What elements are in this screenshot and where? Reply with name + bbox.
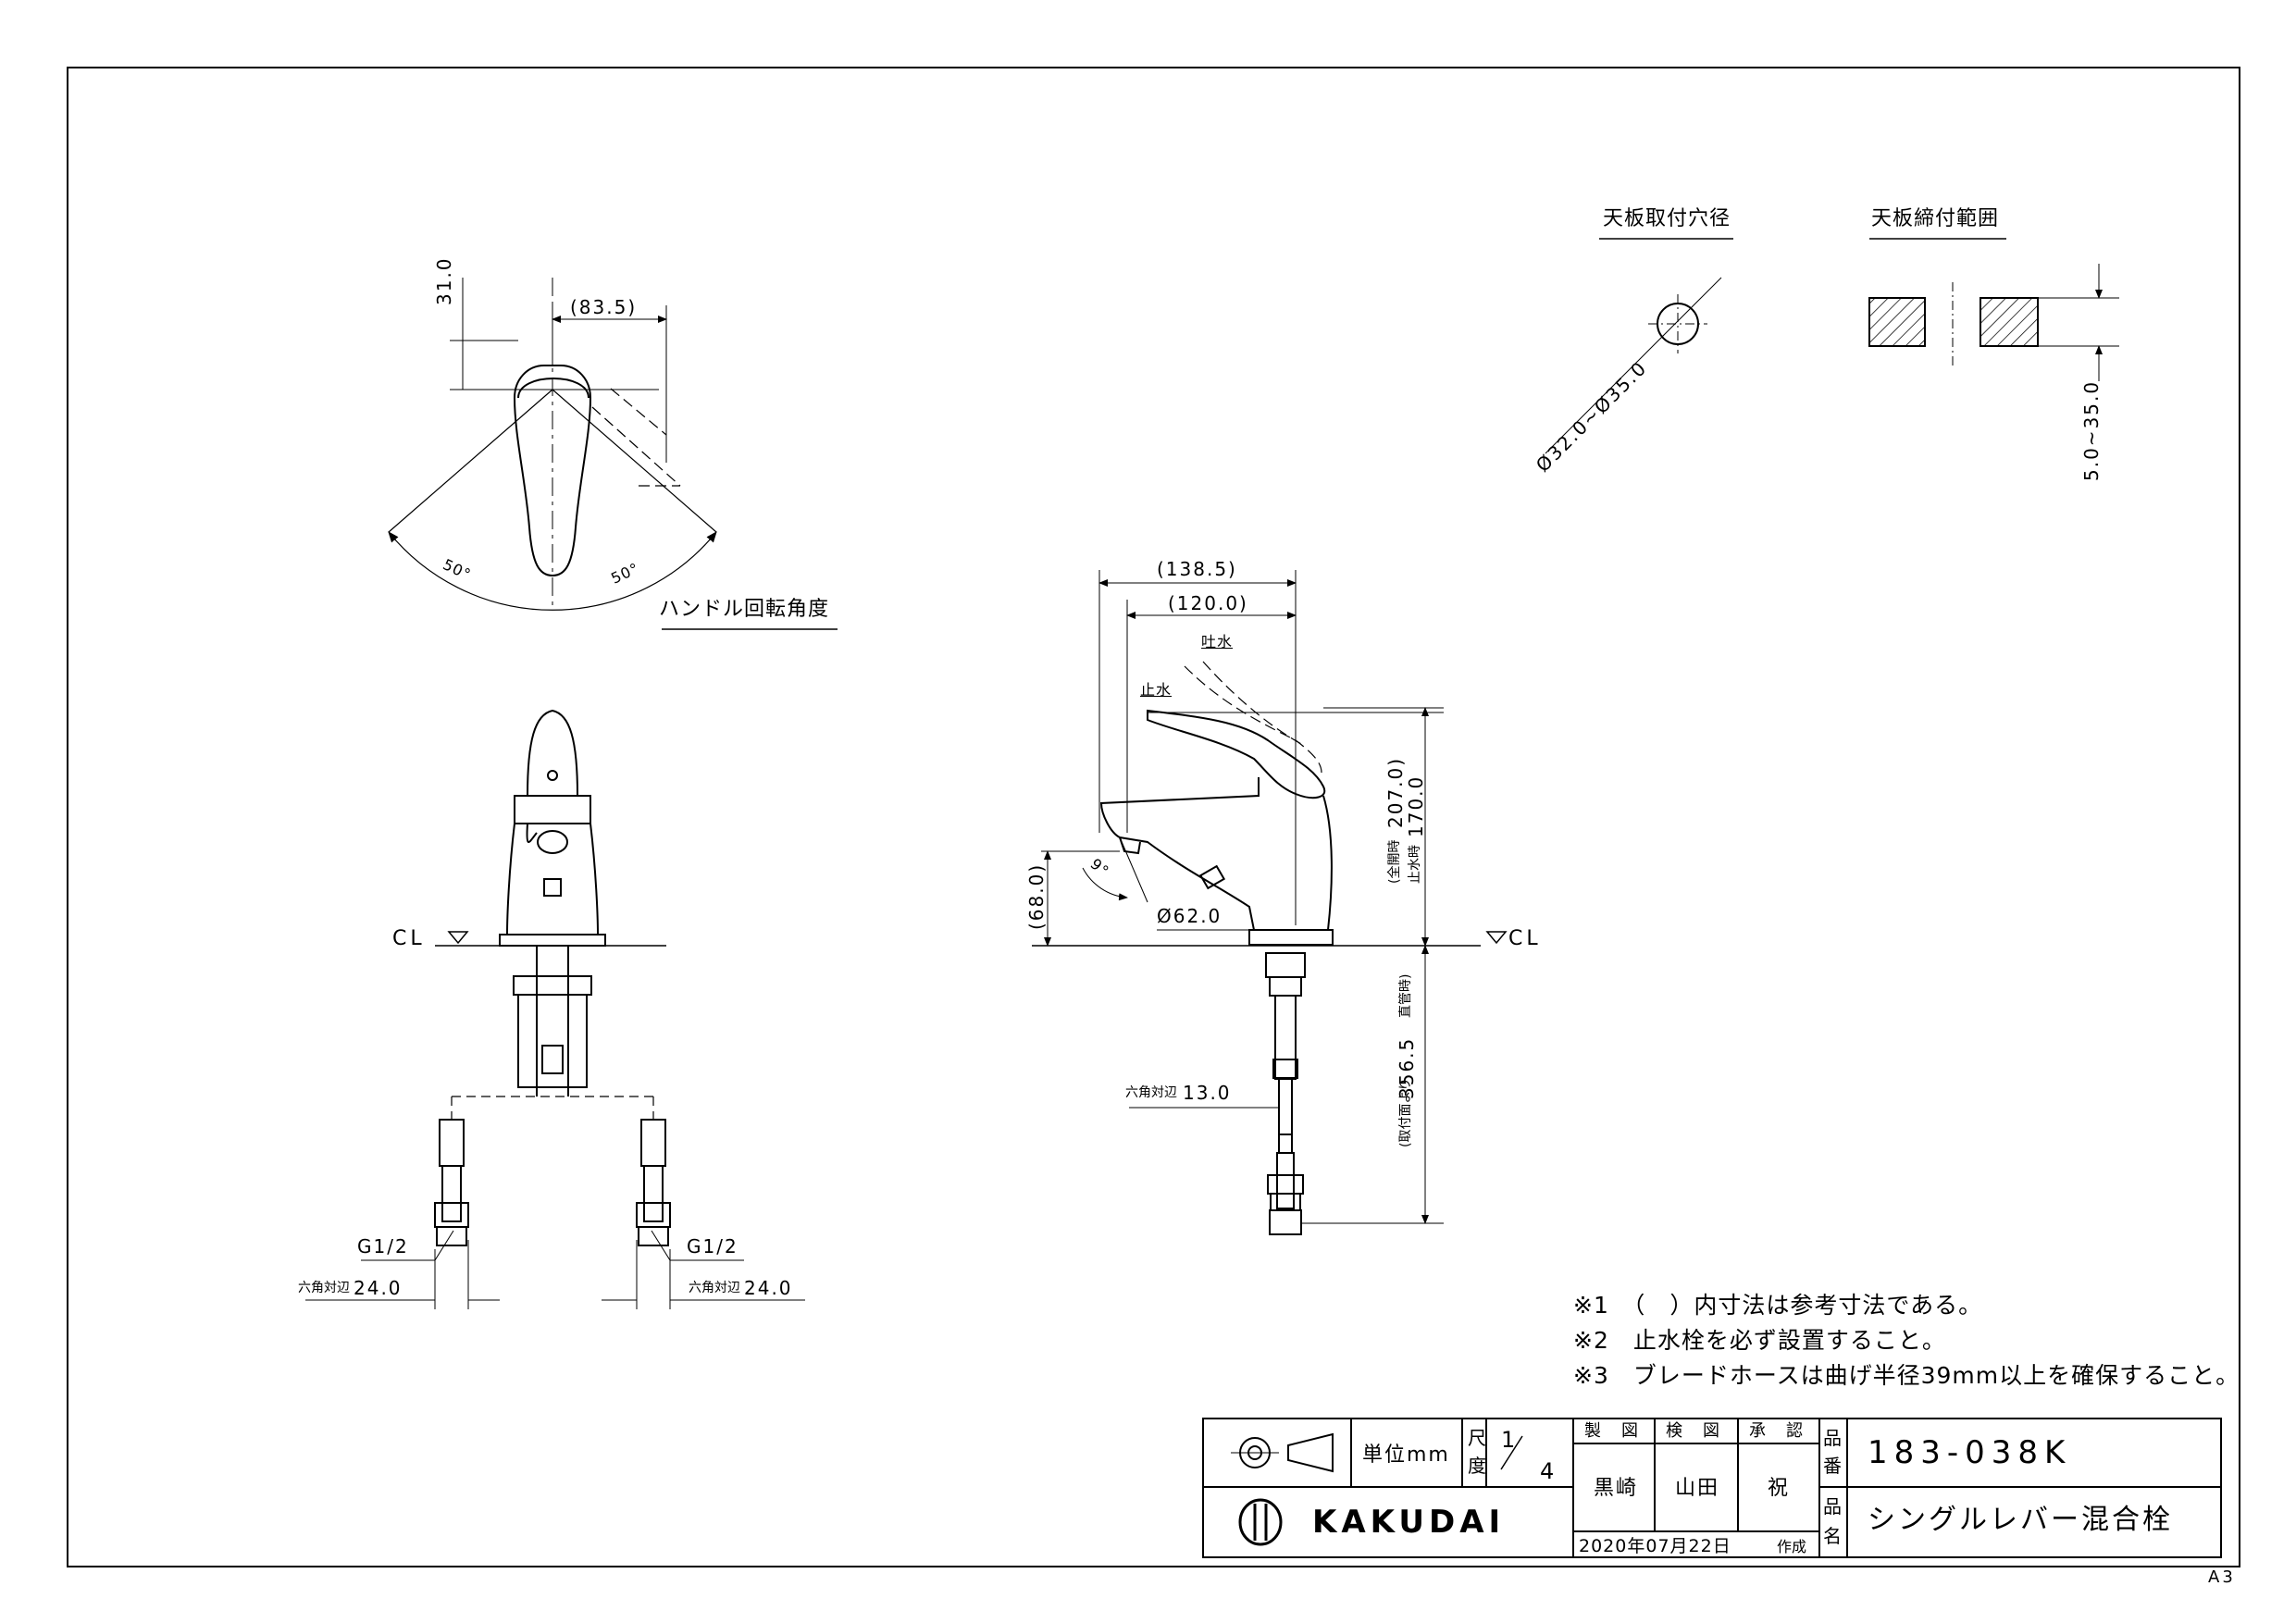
- checked-by: 山田: [1675, 1477, 1720, 1500]
- label-discharge: 吐水: [1201, 633, 1234, 650]
- clamp-range-detail: [1868, 264, 2119, 381]
- part-no-label-1: 品: [1823, 1427, 1843, 1449]
- dim-spout-height: (68.0): [1025, 862, 1048, 930]
- cl-triangle-right: [1485, 931, 1508, 945]
- handle-top-view: [388, 278, 838, 630]
- hex-left-label: 六角対辺: [298, 1281, 350, 1295]
- hex-left-value: 24.0: [354, 1277, 403, 1299]
- hex-small-label: 六角対辺: [1125, 1085, 1177, 1100]
- sheet-size: A3: [2208, 1567, 2236, 1587]
- hole-diameter-detail: [1545, 277, 1722, 454]
- pipe-length: 356.5: [1396, 1036, 1418, 1099]
- part-no-label-2: 番: [1823, 1455, 1843, 1477]
- hex-right-value: 24.0: [744, 1277, 793, 1299]
- drawn-by: 黒崎: [1594, 1477, 1639, 1500]
- height-open-value: 207.0): [1384, 756, 1407, 828]
- unit-label: 単位mm: [1362, 1443, 1450, 1467]
- dim-spout-reach: (120.0): [1168, 592, 1248, 614]
- approved-by: 祝: [1768, 1477, 1791, 1500]
- title-hole-diameter: 天板取付穴径: [1603, 207, 1731, 230]
- name-label-2: 名: [1823, 1525, 1843, 1547]
- dim-overall-width: (138.5): [1157, 558, 1237, 580]
- drawing-date: 2020年07月22日: [1579, 1536, 1731, 1556]
- label-stop: 止水: [1140, 681, 1173, 699]
- company-logo-text: KAKUDAI: [1312, 1504, 1506, 1541]
- name-label-1: 品: [1823, 1495, 1843, 1518]
- faucet-front-view: [305, 709, 805, 1309]
- note-3: ※3 ブレードホースは曲げ半径39mm以上を確保すること。: [1573, 1362, 2240, 1389]
- title-clamp-range: 天板締付範囲: [1871, 207, 2000, 230]
- thread-left: G1/2: [357, 1235, 409, 1258]
- pipe-note: 直管時): [1398, 973, 1413, 1018]
- thread-right: G1/2: [687, 1235, 738, 1258]
- dim-handle-offset: 31.0: [433, 256, 455, 305]
- dim-clamp-thickness: 5.0~35.0: [2080, 379, 2103, 481]
- scale-denominator: 4: [1540, 1458, 1555, 1484]
- title-block-lines: [1202, 1418, 2222, 1558]
- part-number: 183-038K: [1868, 1434, 2072, 1471]
- product-name: シングルレバー混合栓: [1868, 1504, 2173, 1536]
- dim-handle-width: (83.5): [570, 296, 638, 318]
- faucet-side-view: [1032, 570, 1481, 1235]
- drawn-header: 製 図: [1584, 1421, 1640, 1441]
- projection-symbol: [1231, 1432, 1334, 1473]
- hex-small-value: 13.0: [1183, 1082, 1232, 1104]
- cl-left: CL: [392, 927, 426, 950]
- cl-right: CL: [1508, 927, 1542, 950]
- scale-label-2: 度: [1468, 1455, 1488, 1477]
- height-stop-value: 170.0: [1405, 774, 1427, 837]
- kakudai-logo-mark: [1238, 1498, 1283, 1546]
- approved-header: 承 認: [1749, 1421, 1805, 1441]
- height-open-label: (全開時: [1387, 839, 1402, 884]
- dim-base-dia: Ø62.0: [1157, 905, 1222, 927]
- drawing-frame: [67, 67, 2240, 1567]
- date-suffix: 作成: [1777, 1538, 1807, 1555]
- hex-right-label: 六角対辺: [689, 1281, 740, 1295]
- title-handle-rotation: ハンドル回転角度: [659, 598, 830, 621]
- note-2: ※2 止水栓を必ず設置すること。: [1573, 1327, 1946, 1354]
- cl-triangle-left: [447, 931, 469, 945]
- height-stop-label: 止水時: [1408, 845, 1422, 884]
- scale-label-1: 尺: [1468, 1427, 1488, 1449]
- note-1: ※1 （ ）内寸法は参考寸法である。: [1573, 1292, 1983, 1319]
- checked-header: 検 図: [1666, 1421, 1721, 1441]
- scale-numerator: 1: [1501, 1427, 1516, 1453]
